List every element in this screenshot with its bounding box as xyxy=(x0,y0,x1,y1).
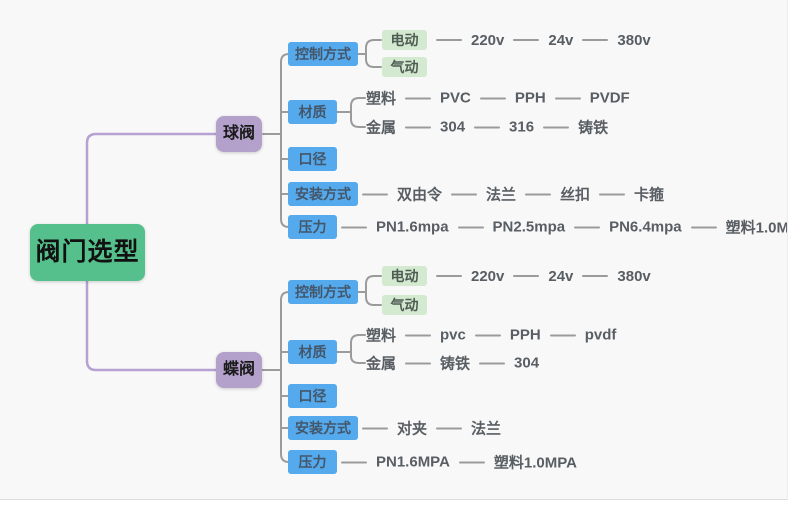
topic-material-butterfly[interactable]: 材质 xyxy=(288,340,337,364)
leaf-pneumatic-butterfly[interactable]: 气动 xyxy=(382,295,427,315)
row-ball-metal: 金属 304 316 铸铁 xyxy=(366,117,608,138)
connector-line xyxy=(474,126,501,128)
chain-node-plastic[interactable]: 塑料 xyxy=(366,90,397,108)
connector-line xyxy=(690,226,717,228)
row-butterfly-pneumatic: 气动 xyxy=(382,295,427,315)
chain-node-union[interactable]: 双由令 xyxy=(397,186,443,204)
chain-node-pn16[interactable]: PN1.6MPA xyxy=(376,453,450,471)
connector-line xyxy=(458,461,485,463)
connector-line xyxy=(405,126,432,128)
chain-node-plastic10[interactable]: 塑料1.0MPA xyxy=(493,454,577,472)
ball-material-bracket xyxy=(336,97,366,128)
chain-node-pph[interactable]: PPH xyxy=(514,89,546,107)
connector-line xyxy=(457,226,484,228)
connector-line xyxy=(525,193,552,195)
ball-bus-connector xyxy=(262,53,290,228)
topic-pressure-butterfly[interactable]: 压力 xyxy=(288,450,337,474)
connector-line xyxy=(405,97,432,99)
chain-node-pn64[interactable]: PN6.4mpa xyxy=(609,218,682,236)
connector-line xyxy=(451,193,478,195)
row-ball-plastic: 塑料 PVC PPH PVDF xyxy=(366,88,630,109)
chain-node-cast-iron[interactable]: 铸铁 xyxy=(440,355,471,373)
branch-node-ball-valve[interactable]: 球阀 xyxy=(216,116,262,152)
connector-line xyxy=(513,39,540,41)
topic-pressure-ball[interactable]: 压力 xyxy=(288,215,337,239)
connector-line xyxy=(582,275,609,277)
chain-node-pvc[interactable]: pvc xyxy=(440,326,466,344)
connector-line xyxy=(479,97,506,99)
chain-node-pvdf[interactable]: pvdf xyxy=(584,326,617,344)
connector-line xyxy=(574,226,601,228)
chain-node-24v[interactable]: 24v xyxy=(548,31,574,49)
connector-line xyxy=(513,275,540,277)
chain-node-clamp[interactable]: 卡箍 xyxy=(634,186,665,204)
topic-material-ball[interactable]: 材质 xyxy=(288,100,337,124)
chain-node-pvdf[interactable]: PVDF xyxy=(589,89,630,107)
topic-diameter-butterfly[interactable]: 口径 xyxy=(288,384,337,408)
topic-control-method-butterfly[interactable]: 控制方式 xyxy=(288,280,358,304)
branch-node-butterfly-valve[interactable]: 蝶阀 xyxy=(216,352,262,388)
root-node[interactable]: 阀门选型 xyxy=(30,224,145,281)
row-ball-installation: 双由令 法兰 丝扣 卡箍 xyxy=(362,184,664,205)
connector-line xyxy=(405,334,432,336)
connector-line xyxy=(599,193,626,195)
topic-installation-butterfly[interactable]: 安装方式 xyxy=(288,416,358,440)
connector-line xyxy=(582,39,609,41)
row-butterfly-installation: 对夹 法兰 xyxy=(362,418,501,439)
connector-line xyxy=(436,39,462,41)
butterfly-bus-connector xyxy=(261,291,290,463)
chain-node-metal[interactable]: 金属 xyxy=(366,355,397,373)
chain-node-wafer[interactable]: 对夹 xyxy=(397,420,428,438)
row-butterfly-pressure: PN1.6MPA 塑料1.0MPA xyxy=(341,452,577,473)
butterfly-control-bracket xyxy=(357,275,382,306)
row-ball-pressure: PN1.6mpa PN2.5mpa PN6.4mpa 塑料1.0MPA xyxy=(341,217,788,238)
connector-line xyxy=(362,193,388,195)
leaf-pneumatic-ball[interactable]: 气动 xyxy=(382,57,427,77)
chain-node-220v[interactable]: 220v xyxy=(471,267,505,285)
chain-node-220v[interactable]: 220v xyxy=(471,31,505,49)
connector-line xyxy=(479,362,506,364)
chain-node-380v[interactable]: 380v xyxy=(617,267,651,285)
leaf-electric-butterfly[interactable]: 电动 xyxy=(382,266,427,286)
connector-line xyxy=(543,126,570,128)
chain-node-380v[interactable]: 380v xyxy=(617,31,651,49)
topic-diameter-ball[interactable]: 口径 xyxy=(288,147,337,171)
connector-line xyxy=(436,427,463,429)
connector-line xyxy=(362,427,388,429)
chain-node-plastic[interactable]: 塑料 xyxy=(366,327,397,345)
chain-node-metal[interactable]: 金属 xyxy=(366,119,397,137)
chain-node-thread[interactable]: 丝扣 xyxy=(560,186,591,204)
connector-line xyxy=(341,226,367,228)
chain-node-24v[interactable]: 24v xyxy=(548,267,574,285)
row-butterfly-electric: 电动 220v 24v 380v xyxy=(382,266,651,286)
connector-line xyxy=(474,334,501,336)
chain-node-316[interactable]: 316 xyxy=(509,118,535,136)
chain-node-pph[interactable]: PPH xyxy=(509,326,541,344)
leaf-electric-ball[interactable]: 电动 xyxy=(382,30,427,50)
chain-node-304[interactable]: 304 xyxy=(514,354,540,372)
chain-node-flange[interactable]: 法兰 xyxy=(471,420,502,438)
connector-line xyxy=(554,97,581,99)
chain-node-pvc[interactable]: PVC xyxy=(440,89,471,107)
chain-node-pn16[interactable]: PN1.6mpa xyxy=(376,218,449,236)
connector-line xyxy=(405,362,432,364)
topic-control-method-ball[interactable]: 控制方式 xyxy=(288,42,358,66)
connector-line xyxy=(436,275,462,277)
connector-line xyxy=(549,334,576,336)
connector-line xyxy=(341,461,367,463)
chain-node-304[interactable]: 304 xyxy=(440,118,466,136)
row-ball-pneumatic: 气动 xyxy=(382,57,427,77)
row-ball-electric: 电动 220v 24v 380v xyxy=(382,30,651,50)
row-butterfly-plastic: 塑料 pvc PPH pvdf xyxy=(366,325,616,346)
chain-node-plastic10[interactable]: 塑料1.0MPA xyxy=(725,219,788,237)
chain-node-pn25[interactable]: PN2.5mpa xyxy=(492,218,566,236)
chain-node-flange[interactable]: 法兰 xyxy=(486,186,517,204)
butterfly-material-bracket xyxy=(336,334,366,364)
topic-installation-ball[interactable]: 安装方式 xyxy=(288,182,358,206)
row-butterfly-metal: 金属 铸铁 304 xyxy=(366,353,539,374)
ball-control-bracket xyxy=(357,39,382,68)
chain-node-cast-iron[interactable]: 铸铁 xyxy=(578,119,609,137)
